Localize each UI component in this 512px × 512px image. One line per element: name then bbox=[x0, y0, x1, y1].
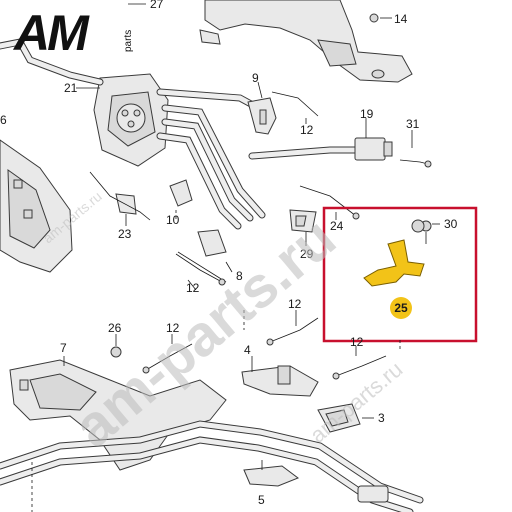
top-bracket bbox=[199, 0, 413, 83]
callout-12a: 12 bbox=[300, 123, 314, 137]
callout-19: 19 bbox=[360, 107, 374, 121]
callout-25: 25 bbox=[394, 301, 408, 315]
callout-14: 14 bbox=[394, 12, 408, 26]
callout-9: 9 bbox=[252, 71, 259, 85]
callout-12c: 12 bbox=[288, 297, 302, 311]
lower-pipes bbox=[0, 420, 424, 512]
charging-socket bbox=[93, 73, 169, 167]
clip-3 bbox=[317, 403, 361, 433]
brand-logo: AM parts bbox=[12, 5, 134, 61]
callout-31: 31 bbox=[406, 117, 420, 131]
callout-5: 5 bbox=[258, 493, 265, 507]
leader-lines bbox=[31, 3, 440, 512]
callout-7: 7 bbox=[60, 341, 67, 355]
callout-8: 8 bbox=[236, 269, 243, 283]
callout-12e: 12 bbox=[350, 335, 364, 349]
clip-9 bbox=[247, 97, 277, 135]
badge-25: 25 bbox=[390, 297, 412, 319]
cable-19 bbox=[248, 137, 393, 161]
small-parts bbox=[89, 91, 432, 283]
callout-27: 27 bbox=[150, 0, 164, 11]
callout-3: 3 bbox=[378, 411, 385, 425]
bracket-4 bbox=[241, 365, 319, 397]
callout-12d: 12 bbox=[166, 321, 180, 335]
left-housing bbox=[0, 139, 73, 273]
callout-4: 4 bbox=[244, 343, 251, 357]
clip-5 bbox=[243, 465, 300, 487]
cable-bundle bbox=[0, 38, 266, 230]
callout-12b: 12 bbox=[186, 281, 200, 295]
callout-24: 24 bbox=[330, 219, 344, 233]
callout-23: 23 bbox=[118, 227, 132, 241]
callout-10: 10 bbox=[166, 213, 180, 227]
callout-21: 21 bbox=[64, 81, 78, 95]
logo-letters: AM bbox=[12, 5, 90, 61]
callout-30: 30 bbox=[444, 217, 458, 231]
wire-ties bbox=[142, 253, 387, 380]
watermark-small-b: am-parts.ru bbox=[305, 356, 407, 447]
lower-frame bbox=[9, 359, 227, 471]
callout-29: 29 bbox=[300, 247, 314, 261]
callout-26: 26 bbox=[108, 321, 122, 335]
logo-suffix: parts bbox=[123, 30, 134, 52]
callout-labels: 27 14 21 9 12 19 31 6 10 23 24 30 29 8 1… bbox=[0, 0, 458, 507]
callout-6: 6 bbox=[0, 113, 7, 127]
